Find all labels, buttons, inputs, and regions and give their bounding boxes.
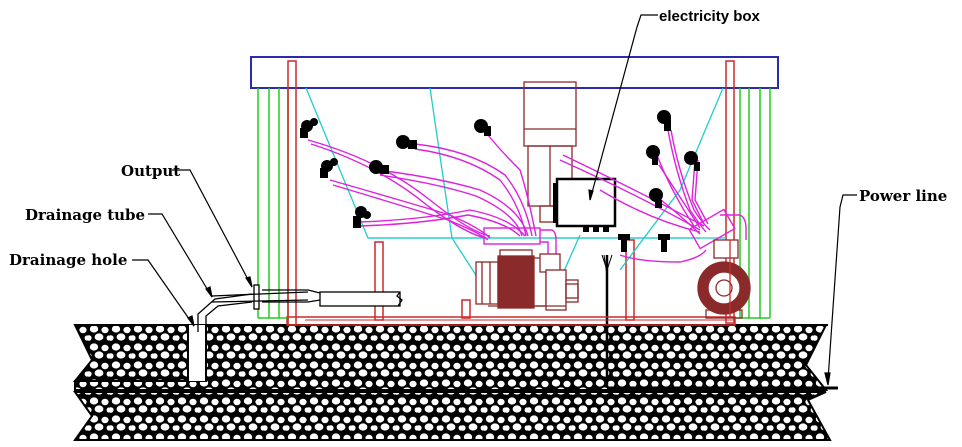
jet bbox=[396, 135, 417, 149]
jet bbox=[684, 151, 700, 171]
jet bbox=[646, 145, 660, 165]
jet bbox=[474, 119, 491, 136]
left-wall bbox=[257, 60, 297, 326]
gravel-lower-layer bbox=[73, 391, 832, 441]
power-line bbox=[601, 254, 838, 390]
drainage-channel bbox=[188, 325, 206, 381]
electricity-box-leader bbox=[589, 14, 658, 201]
electricity-box bbox=[553, 177, 617, 232]
label-power-line: Power line bbox=[859, 187, 947, 205]
power-line-leader bbox=[827, 194, 857, 381]
roof bbox=[250, 56, 779, 89]
gravel-upper-layer bbox=[72, 324, 189, 382]
jet bbox=[618, 234, 630, 252]
circulation-pump bbox=[697, 239, 751, 319]
main-pump bbox=[475, 249, 579, 311]
jet bbox=[353, 206, 371, 228]
output-leader bbox=[172, 169, 253, 288]
drainage-hole-leader bbox=[132, 259, 195, 327]
drainage-tube bbox=[197, 293, 253, 332]
jet bbox=[300, 118, 318, 138]
jet bbox=[658, 234, 670, 252]
callout-leaders bbox=[132, 14, 857, 386]
label-drainage-tube: Drainage tube bbox=[25, 206, 145, 224]
base-floor bbox=[286, 316, 736, 326]
label-electricity-box: electricity box bbox=[659, 8, 761, 25]
jet bbox=[369, 160, 389, 174]
jet-hoses bbox=[307, 129, 747, 263]
electricity-box-housing bbox=[523, 81, 577, 223]
label-drainage-hole: Drainage hole bbox=[9, 251, 127, 269]
gravel-main-layer bbox=[74, 324, 829, 391]
drainage-tube-leader bbox=[148, 213, 213, 298]
jet bbox=[320, 158, 338, 178]
jet bbox=[649, 188, 663, 208]
jet bbox=[657, 110, 671, 131]
ground bbox=[72, 324, 832, 441]
output-pipe bbox=[211, 284, 403, 310]
label-output: Output bbox=[121, 162, 180, 180]
jets bbox=[300, 110, 700, 252]
